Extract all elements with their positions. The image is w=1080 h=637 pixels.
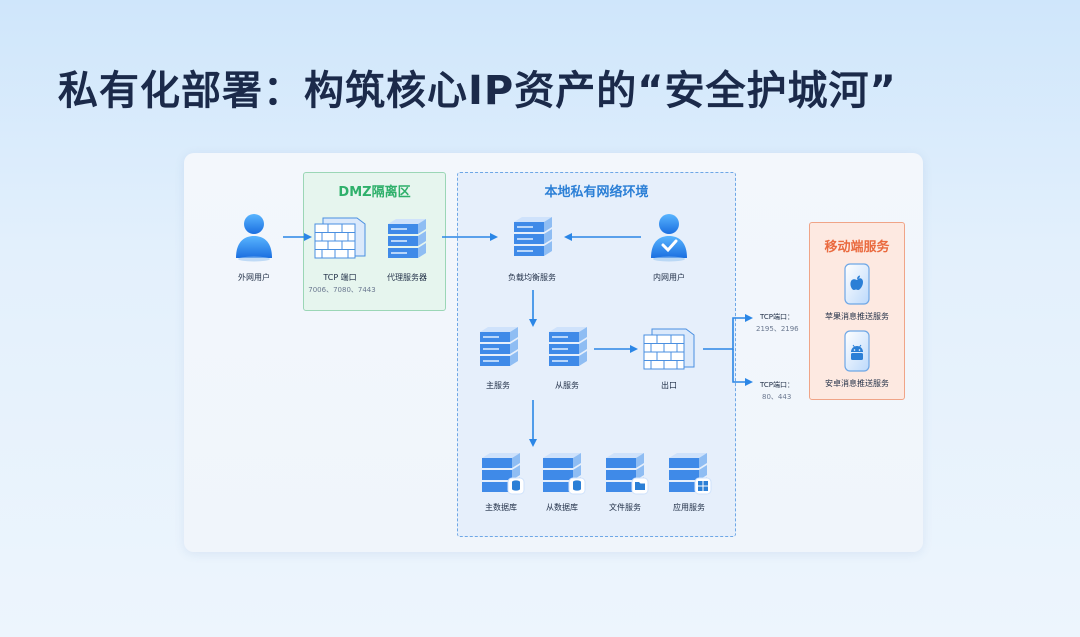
external-user-label: 外网用户 (238, 273, 270, 282)
exit-label: 出口 (661, 381, 677, 390)
slave-database-label: 从数据库 (546, 503, 578, 512)
internal-user-label: 内网用户 (653, 273, 685, 282)
master-database-icon (482, 453, 525, 495)
internal-user-icon (651, 214, 687, 262)
mobile-service-zone-title: 移动端服务 (824, 240, 890, 255)
proxy-server-icon (388, 219, 426, 258)
external-user-icon (236, 214, 272, 262)
tcp-port-label: TCP 端口 (323, 273, 357, 282)
local-network-zone-title: 本地私有网络环境 (544, 185, 649, 200)
apple-port-numbers: 2195、2196 (756, 325, 799, 333)
page-title: 私有化部署：构筑核心IP资产的“安全护城河” (58, 68, 897, 114)
exit-firewall-icon (643, 328, 695, 370)
slave-database-icon (543, 453, 586, 495)
master-database-label: 主数据库 (485, 503, 517, 512)
apple-port-label: TCP端口： (760, 313, 794, 321)
arrow-exit-to-android (732, 349, 753, 386)
file-service-label: 文件服务 (609, 503, 641, 512)
dmz-zone-title: DMZ隔离区 (338, 185, 411, 200)
app-service-label: 应用服务 (673, 503, 705, 512)
android-push-label: 安卓消息推送服务 (825, 379, 889, 388)
android-port-numbers: 80、443 (762, 393, 792, 401)
apple-phone-icon (844, 263, 870, 305)
slave-service-icon (549, 327, 587, 366)
master-service-label: 主服务 (486, 381, 510, 390)
master-service-icon (480, 327, 518, 366)
android-port-label: TCP端口： (760, 381, 794, 389)
load-balancer-label: 负载均衡服务 (508, 273, 556, 282)
app-service-icon (669, 453, 712, 495)
proxy-server-label: 代理服务器 (387, 273, 427, 282)
load-balancer-icon (514, 217, 552, 256)
tcp-port-numbers: 7006、7080、7443 (308, 286, 376, 294)
arrow-exit-to-apple (703, 314, 753, 350)
android-phone-icon (844, 330, 870, 372)
file-service-icon (606, 453, 649, 495)
apple-push-label: 苹果消息推送服务 (825, 312, 889, 321)
firewall-icon (314, 217, 366, 259)
slave-service-label: 从服务 (555, 381, 579, 390)
